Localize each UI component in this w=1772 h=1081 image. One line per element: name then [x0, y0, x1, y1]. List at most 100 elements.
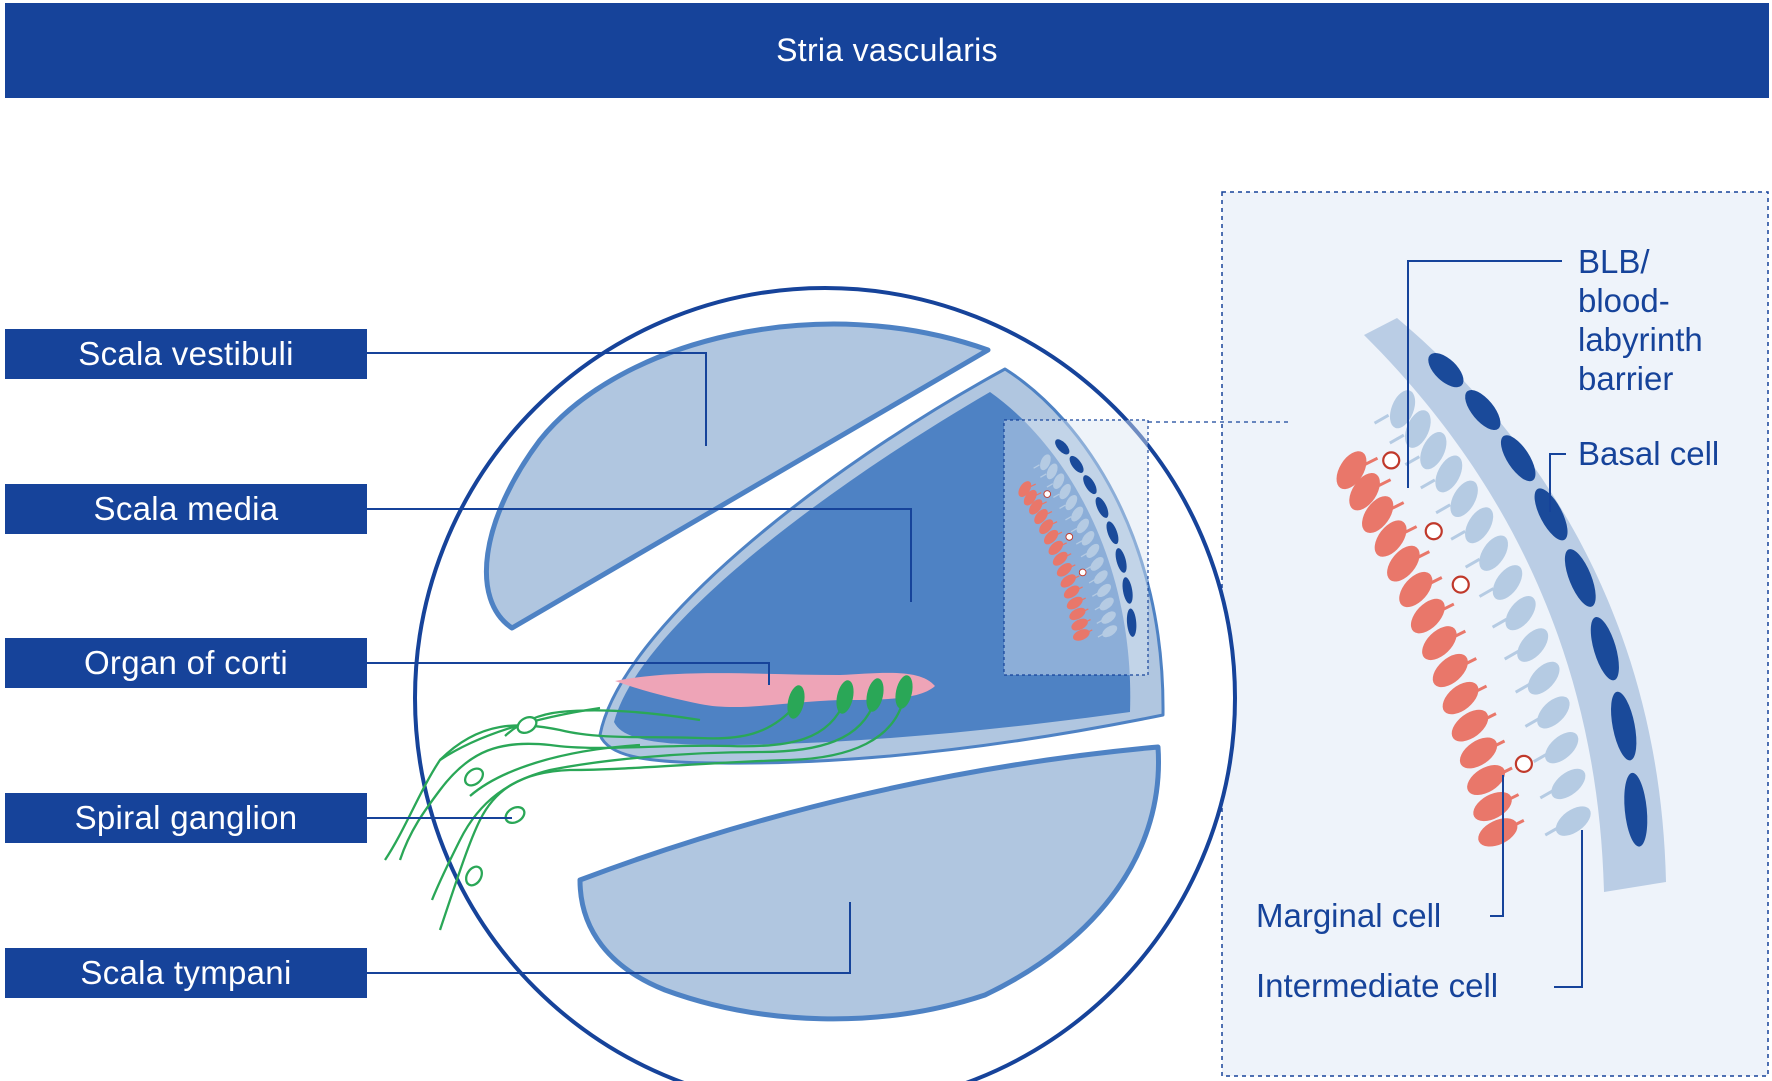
intermediate-cell-process [1088, 579, 1096, 584]
intermediate-cell [1505, 596, 1536, 631]
marginal-cell [1043, 529, 1059, 545]
intermediate-cell-process [1040, 473, 1047, 478]
basal-cell [1115, 548, 1127, 573]
marginal-cell [1023, 489, 1037, 506]
intermediate-cell [1076, 518, 1089, 534]
intermediate-cell-process [1059, 504, 1066, 509]
intermediate-cell [1040, 454, 1051, 471]
callout-blb: BLB/ blood- labyrinth barrier [1578, 242, 1703, 398]
basal-cell [1611, 691, 1637, 761]
intermediate-cell [1545, 732, 1579, 764]
stria-inset-panel [1221, 191, 1769, 1077]
basal-band [1364, 318, 1666, 892]
callout-blb-line4: barrier [1578, 360, 1674, 397]
callout-marginal-cell-text: Marginal cell [1256, 897, 1442, 934]
callout-blb-line1: BLB/ [1578, 243, 1650, 280]
callout-marginal-cell: Marginal cell [1256, 896, 1441, 935]
intermediate-cell-process [1080, 552, 1088, 558]
basal-cell [1055, 439, 1070, 455]
label-scala-tympani: Scala tympani [5, 948, 367, 998]
intermediate-cell [1517, 628, 1549, 662]
marginal-cell [1069, 607, 1086, 621]
scala-media-shape [614, 392, 1131, 745]
marginal-cell [1467, 765, 1506, 796]
basal-cell [1500, 435, 1536, 482]
marginal-cell [1071, 618, 1088, 631]
intermediate-cell [1551, 768, 1586, 800]
intermediate-cell-process [1503, 649, 1520, 661]
intermediate-cell [1053, 473, 1065, 489]
basal-cell [1534, 488, 1568, 541]
marginal-cell [1063, 585, 1080, 599]
intermediate-cell [1097, 583, 1112, 598]
marginal-cell [1066, 596, 1083, 610]
intermediate-cell-process [1491, 617, 1508, 629]
marginal-cell [1349, 472, 1380, 511]
intermediate-cell-process [1524, 717, 1541, 728]
marginal-cell [1459, 737, 1498, 769]
basal-cell [1106, 521, 1119, 545]
intermediate-cell-process [1070, 527, 1078, 533]
intermediate-cell [1094, 570, 1108, 584]
basal-cell [1083, 475, 1097, 495]
callout-intermediate-cell-text: Intermediate cell [1256, 967, 1499, 1004]
basal-cell [1069, 455, 1084, 473]
intermediate-cell-process [1478, 587, 1495, 598]
intermediate-cell [1435, 455, 1463, 493]
label-organ-of-corti-text: Organ of corti [83, 644, 289, 681]
intermediate-cell-process [1389, 433, 1405, 445]
intermediate-cell-process [1450, 529, 1466, 541]
marginal-cell [1060, 574, 1076, 588]
basal-cell [1590, 617, 1619, 681]
intermediate-cell-process [1065, 515, 1072, 521]
intermediate-cell-process [1033, 464, 1040, 469]
ganglion-cell-bodies [463, 715, 538, 887]
capillary-icon [1382, 451, 1401, 470]
marginal-cell [1034, 509, 1048, 525]
callout-basal-cell: Basal cell [1578, 434, 1719, 473]
basal-cell [1428, 353, 1464, 388]
leader-lines [367, 352, 912, 974]
intermediate-cell [1065, 495, 1078, 511]
intermediate-cell [1086, 543, 1100, 558]
basal-cell [1624, 772, 1648, 847]
stria-cells-mini [1018, 439, 1137, 641]
label-spiral-ganglion: Spiral ganglion [5, 793, 367, 843]
marginal-cell [1374, 520, 1407, 557]
marginal-cell [1039, 519, 1054, 535]
intermediate-cell [1059, 483, 1071, 500]
callout-blb-line3: labyrinth [1578, 321, 1703, 358]
marginal-cell [1052, 551, 1068, 566]
marginal-cell [1422, 626, 1457, 661]
intermediate-cell-process [1464, 557, 1481, 569]
intermediate-cell [1420, 431, 1447, 470]
marginal-cell [1072, 629, 1090, 641]
basal-cell [1095, 497, 1109, 518]
marginal-cell [1399, 571, 1433, 608]
capillary-icon [1451, 575, 1470, 594]
intermediate-cell-process [1053, 493, 1060, 499]
marginal-cell [1029, 499, 1043, 515]
intermediate-cell-process [1373, 413, 1390, 425]
basal-cell [1126, 608, 1137, 637]
organ-of-corti-shape [615, 672, 935, 708]
label-scala-media: Scala media [5, 484, 367, 534]
callout-basal-cell-text: Basal cell [1578, 435, 1720, 472]
label-spiral-ganglion-text: Spiral ganglion [74, 799, 298, 836]
label-scala-vestibuli-text: Scala vestibuli [78, 335, 294, 372]
capillary-icon [1424, 522, 1443, 541]
marginal-cell [1410, 598, 1445, 634]
intermediate-cell [1046, 463, 1058, 480]
intermediate-cell [1071, 506, 1084, 522]
intermediate-cell [1101, 611, 1116, 624]
marginal-cell [1451, 709, 1489, 742]
intermediate-cell [1081, 531, 1095, 546]
capillary-icon [1043, 490, 1052, 498]
marginal-cell [1362, 496, 1394, 534]
marginal-cell [1048, 540, 1064, 555]
inset-leader-lines [1407, 260, 1583, 988]
label-scala-vestibuli: Scala vestibuli [5, 329, 367, 379]
intermediate-cell [1465, 507, 1494, 544]
scala-vestibuli-shape [484, 321, 991, 631]
callout-intermediate-cell: Intermediate cell [1256, 966, 1498, 1005]
